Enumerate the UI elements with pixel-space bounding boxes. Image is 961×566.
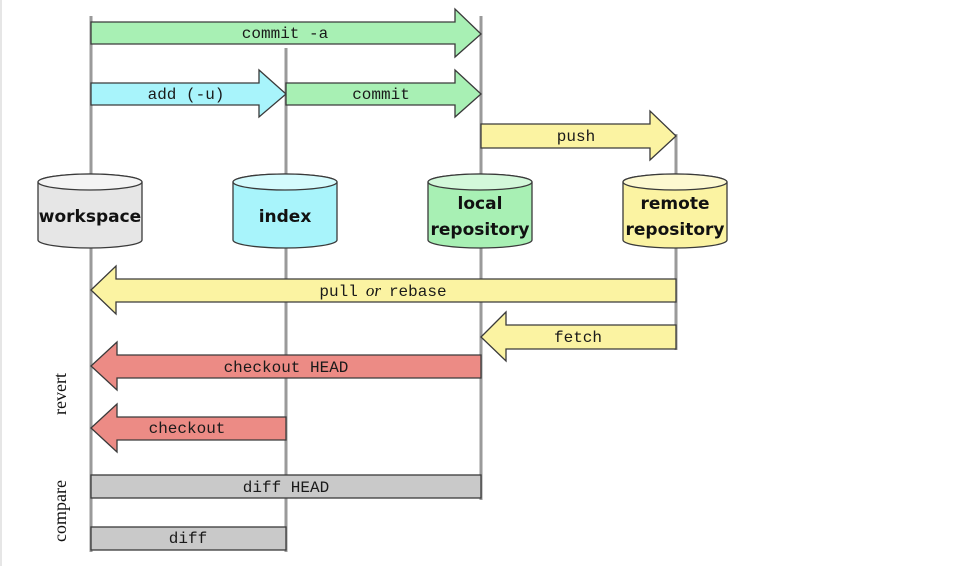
fetch-arrow: fetch bbox=[480, 310, 677, 363]
local-repository-label-line1: local bbox=[458, 194, 503, 214]
checkout-head-label: checkout HEAD bbox=[224, 359, 349, 377]
index-store: index bbox=[232, 173, 338, 249]
compare-group-label: compare bbox=[50, 480, 70, 542]
push-arrow: push bbox=[480, 109, 677, 162]
remote-repository-label-line2: repository bbox=[626, 220, 725, 240]
revert-group-label: revert bbox=[50, 373, 70, 415]
local-repository-store: local repository bbox=[427, 173, 533, 249]
checkout-head-arrow: checkout HEAD bbox=[90, 340, 482, 392]
commit-label: commit bbox=[352, 86, 410, 104]
index-label: index bbox=[259, 207, 312, 227]
pull-label: pull bbox=[319, 283, 357, 301]
fetch-label: fetch bbox=[554, 329, 602, 347]
commit-all-arrow: commit -a bbox=[90, 7, 482, 59]
pull-rebase-label: pull or rebase bbox=[319, 281, 446, 301]
or-label: or bbox=[366, 281, 382, 300]
remote-repository-store: remote repository bbox=[622, 173, 728, 249]
diff-head-bar: diff HEAD bbox=[90, 474, 482, 499]
push-label: push bbox=[557, 128, 595, 146]
add-arrow: add (-u) bbox=[90, 68, 287, 119]
workspace-label: workspace bbox=[39, 207, 141, 227]
frame-edge bbox=[0, 0, 2, 566]
commit-arrow: commit bbox=[285, 68, 482, 119]
diff-head-label: diff HEAD bbox=[243, 479, 329, 497]
local-repository-label-line2: repository bbox=[431, 220, 530, 240]
checkout-arrow: checkout bbox=[90, 402, 287, 454]
diff-label: diff bbox=[169, 530, 207, 548]
pull-rebase-arrow: pull or rebase bbox=[90, 264, 677, 316]
commit-all-label: commit -a bbox=[242, 25, 329, 43]
remote-repository-label-line1: remote bbox=[641, 194, 710, 214]
workspace-store: workspace bbox=[37, 173, 143, 249]
diff-bar: diff bbox=[90, 526, 287, 551]
rebase-label: rebase bbox=[389, 283, 447, 301]
add-label: add (-u) bbox=[148, 86, 225, 104]
checkout-label: checkout bbox=[149, 420, 226, 438]
